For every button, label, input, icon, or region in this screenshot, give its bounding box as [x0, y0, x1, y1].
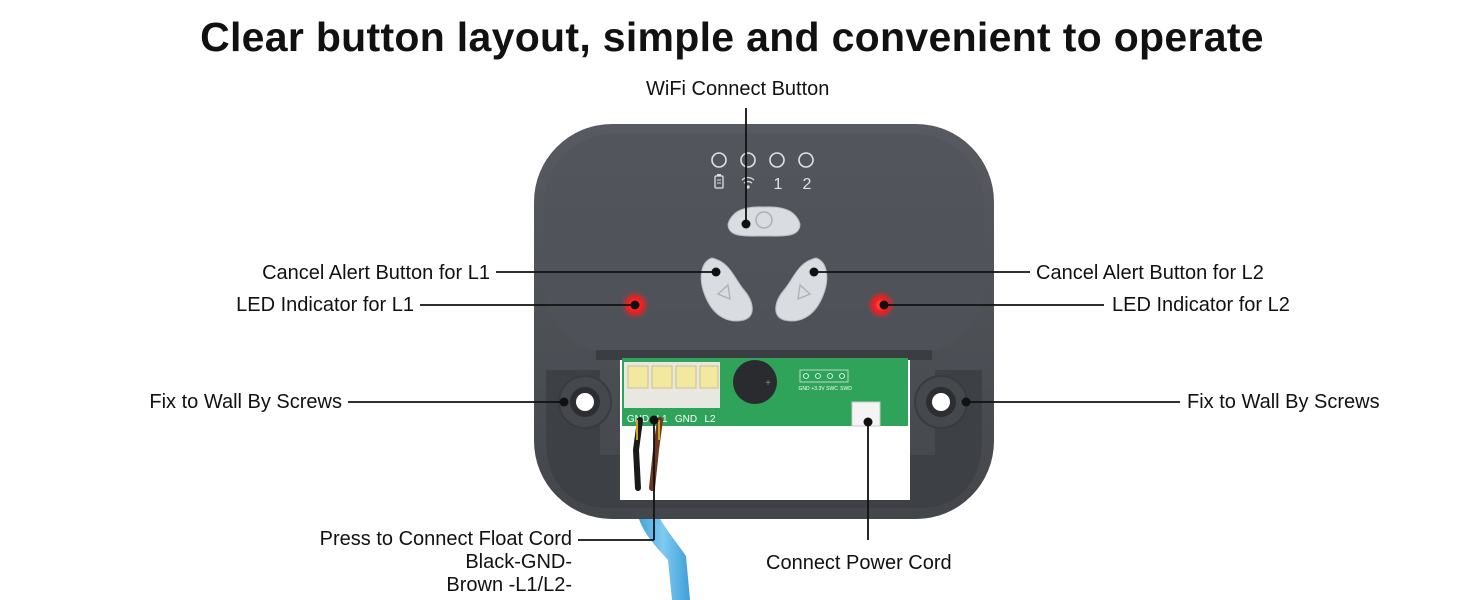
wifi-indicator-led [740, 152, 756, 168]
cancel-alert-l1-label: Cancel Alert Button for L1 [262, 262, 490, 284]
terminal-label-l2: L2 [704, 414, 716, 425]
fix-to-wall-left-label: Fix to Wall By Screws [149, 391, 342, 413]
device-housing [534, 124, 994, 519]
terminal-label-gnd-2: GND [675, 414, 697, 425]
page-title: Clear button layout, simple and convenie… [200, 14, 1264, 60]
svg-text:+: + [765, 378, 771, 389]
wifi-connect-button-label: WiFi Connect Button [646, 78, 830, 100]
status-indicators: 1 2 [711, 152, 814, 193]
wifi-icon [741, 176, 755, 189]
cancel-alert-l2-label: Cancel Alert Button for L2 [1036, 262, 1264, 284]
screw-hole-right [914, 375, 968, 429]
battery-indicator-led [711, 152, 727, 168]
svg-text:SWD: SWD [840, 386, 852, 392]
svg-text:SWC: SWC [826, 386, 838, 392]
float-cord-brown: Brown -L1/L2- [446, 574, 572, 596]
led-indicator-l2-label: LED Indicator for L2 [1112, 294, 1290, 316]
float-cord-black: Black-GND- [465, 551, 572, 573]
screw-hole-left [558, 375, 612, 429]
circuit-board: GND L1 GND L2 + GND +3.3V SWC SWD [622, 358, 908, 427]
wifi-connect-button[interactable] [727, 206, 801, 237]
callout-lines [348, 108, 1180, 541]
pcb-header [799, 369, 849, 383]
buzzer [733, 360, 777, 404]
led-indicator-l1-label: LED Indicator for L1 [236, 294, 414, 316]
fix-to-wall-right-label: Fix to Wall By Screws [1187, 391, 1380, 413]
indicator-label-1: 1 [774, 176, 783, 193]
float-cord-title: Press to Connect Float Cord [319, 528, 572, 550]
power-cord-label: Connect Power Cord [766, 552, 952, 574]
svg-text:+3.3V: +3.3V [811, 386, 825, 392]
float-cord-label: Press to Connect Float Cord Black-GND- B… [320, 528, 572, 597]
l1-indicator-led [769, 152, 785, 168]
battery-icon [714, 174, 724, 189]
l2-indicator-led [798, 152, 814, 168]
indicator-label-2: 2 [803, 176, 812, 193]
svg-text:GND: GND [798, 386, 810, 392]
